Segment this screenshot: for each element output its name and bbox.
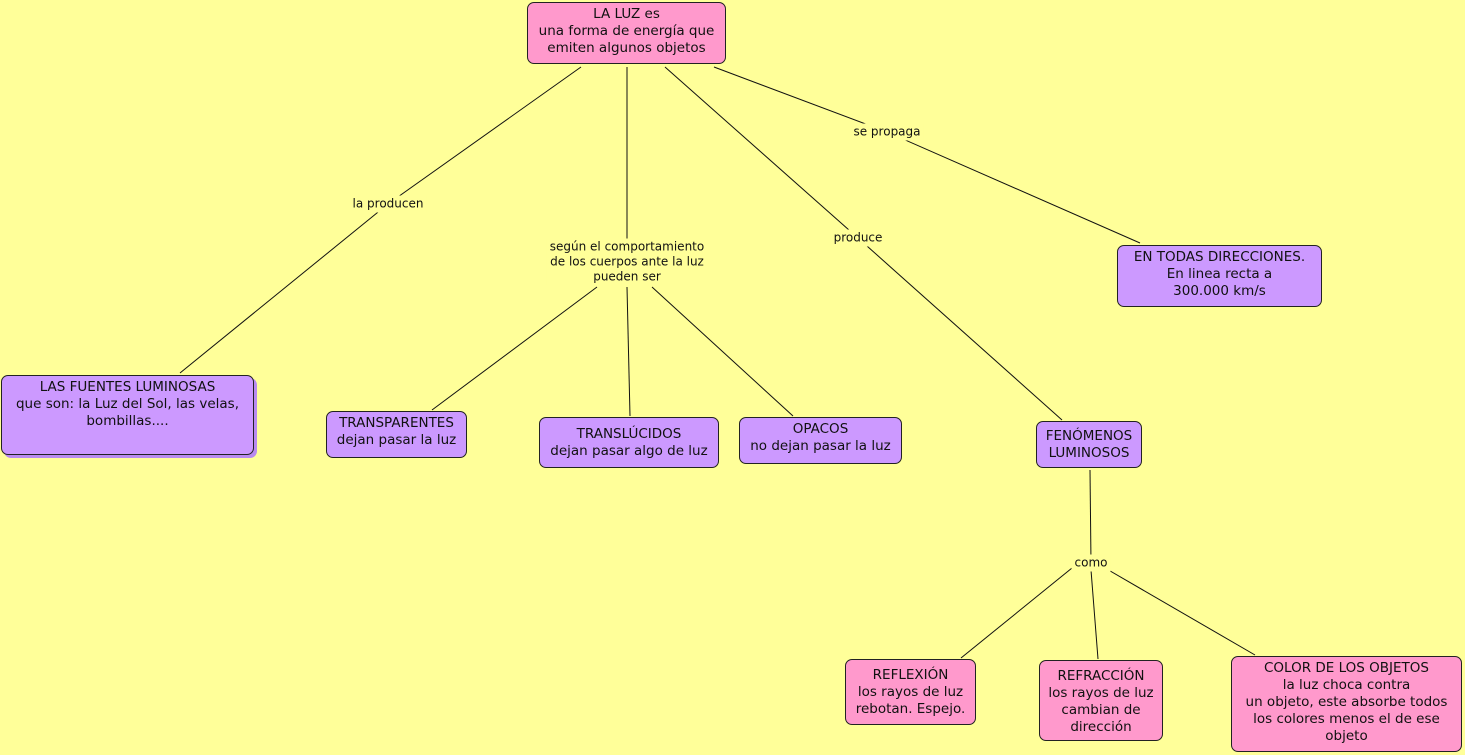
concept-la-luz[interactable]: LA LUZ es una forma de energía que emite… [527,2,726,64]
link-label-segun: según el comportamiento de los cuerpos a… [546,238,708,286]
concept-opacos[interactable]: OPACOS no dejan pasar la luz [739,417,902,464]
link-label-la-producen: la producen [349,195,427,213]
concept-todas-direcciones[interactable]: EN TODAS DIRECCIONES. En linea recta a 3… [1117,245,1322,307]
line-propaga-direcciones [886,131,1141,244]
concept-fuentes-luminosas[interactable]: LAS FUENTES LUMINOSAS que son: la Luz de… [1,375,254,455]
line-segun-transparentes [431,286,598,411]
line-fenomenos-como [1089,469,1092,564]
line-como-refraccion [1090,569,1099,660]
concept-fenomenos-luminosos[interactable]: FENÓMENOS LUMINOSOS [1036,421,1142,468]
link-label-se-propaga: se propaga [850,123,924,141]
concept-color-objetos[interactable]: COLOR DE LOS OBJETOS la luz choca contra… [1231,656,1462,752]
concept-transparentes[interactable]: TRANSPARENTES dejan pasar la luz [326,411,467,458]
line-segun-translucidos [626,286,631,417]
line-root-produce [664,66,859,239]
concept-reflexion[interactable]: REFLEXIÓN los rayos de luz rebotan. Espe… [845,659,976,725]
line-root-producen [387,66,582,205]
line-como-color [1104,567,1256,656]
concept-refraccion[interactable]: REFRACCIÓN los rayos de luz cambian de d… [1039,660,1163,741]
link-label-produce: produce [830,229,886,247]
concept-translucidos[interactable]: TRANSLÚCIDOS dejan pasar algo de luz [539,417,719,468]
line-segun-opacos [651,286,794,417]
line-root-propaga [713,66,888,133]
line-como-reflexion [960,567,1073,659]
link-label-como: como [1071,554,1111,572]
line-produce-fenomenos [857,237,1063,421]
line-producen-fuentes [179,203,389,374]
